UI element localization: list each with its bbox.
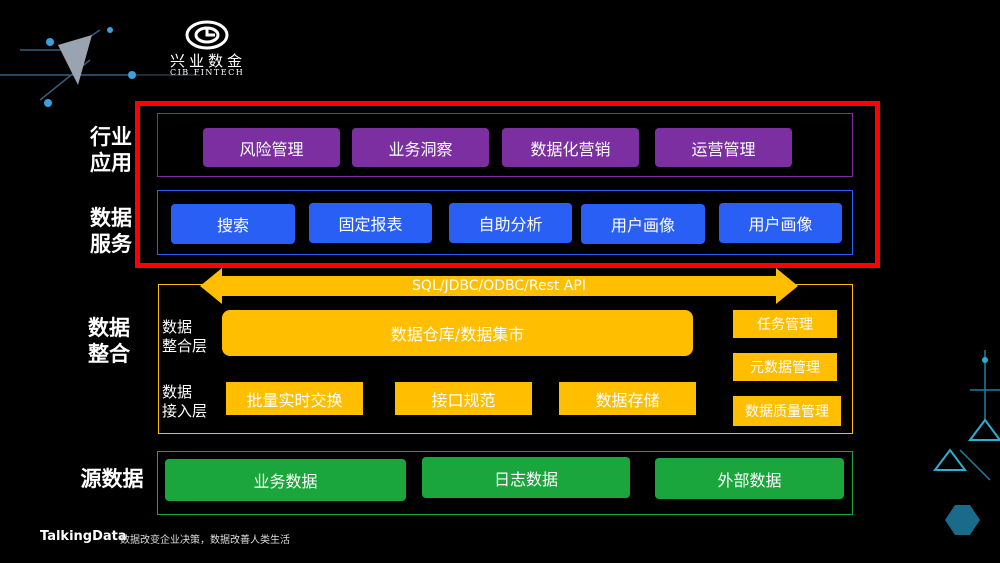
access-item-storage: 数据存储 bbox=[559, 382, 696, 415]
warehouse-box: 数据仓库/数据集市 bbox=[222, 310, 693, 356]
industry-item-risk: 风险管理 bbox=[203, 128, 340, 167]
source-item-log: 日志数据 bbox=[422, 457, 630, 498]
integration-sublayer-label: 数据 整合层 bbox=[162, 318, 208, 355]
logo-name-en: CIB FINTECH bbox=[170, 68, 245, 77]
industry-item-insight: 业务洞察 bbox=[352, 128, 489, 167]
source-item-external: 外部数据 bbox=[655, 458, 844, 499]
api-arrow bbox=[200, 268, 798, 304]
access-sublayer-label: 数据 接入层 bbox=[162, 383, 208, 420]
api-label: SQL/JDBC/ODBC/Rest API bbox=[412, 278, 586, 294]
industry-row-frame bbox=[157, 113, 853, 177]
highlight-frame bbox=[135, 101, 880, 268]
service-item-search: 搜索 bbox=[171, 204, 295, 244]
industry-item-marketing: 数据化营销 bbox=[502, 128, 639, 167]
circuit-decoration-left bbox=[0, 27, 200, 107]
side-item-task: 任务管理 bbox=[733, 310, 837, 338]
access-item-batch: 批量实时交换 bbox=[226, 382, 363, 415]
source-layer-label: 源数据 bbox=[80, 467, 144, 491]
integration-layer-label: 数据 整合 bbox=[88, 316, 130, 366]
footer-slogan: 数据改变企业决策，数据改善人类生活 bbox=[120, 535, 290, 546]
service-item-profile-2: 用户画像 bbox=[719, 203, 842, 243]
service-item-report: 固定报表 bbox=[309, 203, 432, 243]
logo-name-cn: 兴业数金 bbox=[170, 52, 247, 70]
side-item-quality: 数据质量管理 bbox=[733, 396, 841, 426]
service-row-frame bbox=[157, 190, 853, 255]
service-layer-label: 数据 服务 bbox=[90, 206, 132, 256]
industry-layer-label: 行业 应用 bbox=[90, 125, 132, 175]
service-item-profile-1: 用户画像 bbox=[581, 204, 705, 244]
source-row-frame bbox=[157, 451, 853, 515]
footer-brand: TalkingData bbox=[40, 529, 127, 544]
access-item-interface: 接口规范 bbox=[395, 382, 532, 415]
service-item-self-analysis: 自助分析 bbox=[449, 203, 572, 243]
circuit-decoration-right bbox=[933, 350, 1000, 535]
industry-item-operations: 运营管理 bbox=[655, 128, 792, 167]
source-item-business: 业务数据 bbox=[165, 459, 406, 501]
side-item-metadata: 元数据管理 bbox=[733, 353, 837, 381]
cib-logo-icon bbox=[185, 20, 229, 50]
